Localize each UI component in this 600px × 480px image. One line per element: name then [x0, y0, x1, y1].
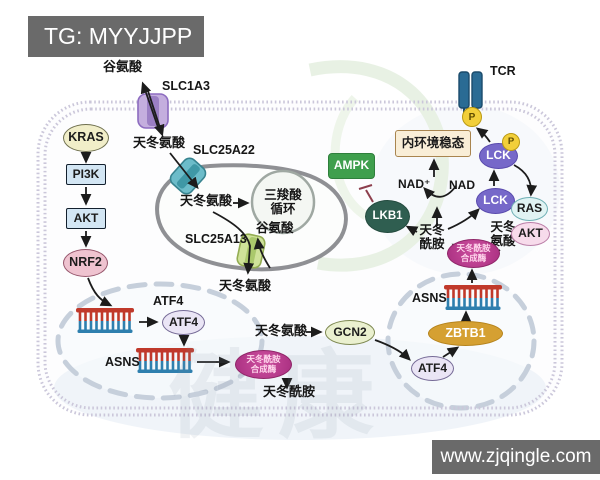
aspartate-matrix-label: 天冬氨酸: [180, 193, 233, 208]
atf4-protein-node-left: ATF4: [162, 310, 205, 335]
slc25a22-label: SLC25A22: [193, 143, 255, 157]
website-text: www.zjqingle.com: [440, 446, 592, 467]
synthase-right-line2: 合成酶: [460, 252, 487, 263]
asparagine-right-line1: 天冬: [419, 223, 445, 237]
phospho-p-icon-tcr: P: [462, 107, 482, 127]
website-label-box: www.zjqingle.com: [432, 440, 600, 474]
aspartate-right-label: 天冬 氨酸: [483, 220, 523, 249]
synthase-left-line2: 合成酶: [250, 363, 277, 374]
asparagine-right-label: 天冬 酰胺: [411, 223, 453, 252]
akt-node-right: AKT: [511, 222, 550, 246]
asparagine-right-line2: 酰胺: [419, 237, 445, 252]
tag-label-box: TG: MYYJJPP: [28, 16, 204, 57]
nad-plus-label: NAD⁺: [398, 177, 431, 191]
asns-gene-label-right: ASNS: [412, 291, 447, 305]
tca-cycle-line1: 三羧酸: [264, 188, 302, 202]
homeostasis-box: 内环境稳态: [395, 130, 471, 157]
tcr-label: TCR: [490, 64, 516, 78]
glutamate-mito-label: 谷氨酸: [256, 221, 294, 235]
aspartate-mid-label: 天冬氨酸: [255, 323, 308, 338]
tca-cycle-circle: [250, 169, 316, 235]
nrf2-node: NRF2: [63, 249, 108, 277]
asparagine-synthase-node-right: 天冬酰胺 合成酶: [447, 239, 500, 268]
slc25a13-label: SLC25A13: [185, 232, 247, 246]
gcn2-node: GCN2: [325, 320, 375, 345]
phospho-p-icon-lck: P: [502, 133, 520, 151]
akt-node-left: AKT: [66, 208, 106, 229]
zbtb1-node: ZBTB1: [428, 321, 503, 346]
tca-cycle-label: 三羧酸 循环: [252, 188, 314, 217]
plasma-membrane: [36, 100, 564, 417]
inhibition-lkb1-ampk: [358, 184, 374, 203]
tag-label-text: TG: MYYJJPP: [44, 23, 193, 49]
asparagine-bottom-label: 天冬酰胺: [263, 384, 316, 399]
slc1a3-label: SLC1A3: [162, 79, 210, 93]
asns-gene-label-left: ASNS: [105, 355, 140, 369]
ampk-node: AMPK: [328, 153, 375, 179]
aspartate-cytosol-top-label: 天冬氨酸: [133, 135, 186, 150]
pi3k-node: PI3K: [66, 164, 106, 185]
synthase-left-line1: 天冬酰胺: [246, 354, 281, 365]
kras-node: KRAS: [63, 124, 109, 152]
lkb1-node: LKB1: [365, 200, 410, 233]
aspartate-below-mito-label: 天冬氨酸: [219, 278, 272, 293]
atf4-gene-label: ATF4: [153, 294, 184, 308]
aspartate-right-line1: 天冬: [490, 220, 516, 234]
atf4-protein-node-right: ATF4: [411, 356, 454, 381]
lck-node-lower: LCK: [476, 188, 515, 214]
ras-node: RAS: [511, 197, 548, 221]
tca-cycle-line2: 循环: [270, 202, 296, 217]
asparagine-synthase-node-left: 天冬酰胺 合成酶: [235, 350, 292, 379]
nad-label: NAD: [449, 178, 475, 192]
synthase-right-line1: 天冬酰胺: [456, 243, 491, 254]
mitochondrion: [155, 163, 348, 272]
aspartate-right-line2: 氨酸: [490, 234, 516, 249]
glutamate-extracellular-label: 谷氨酸: [103, 59, 143, 74]
